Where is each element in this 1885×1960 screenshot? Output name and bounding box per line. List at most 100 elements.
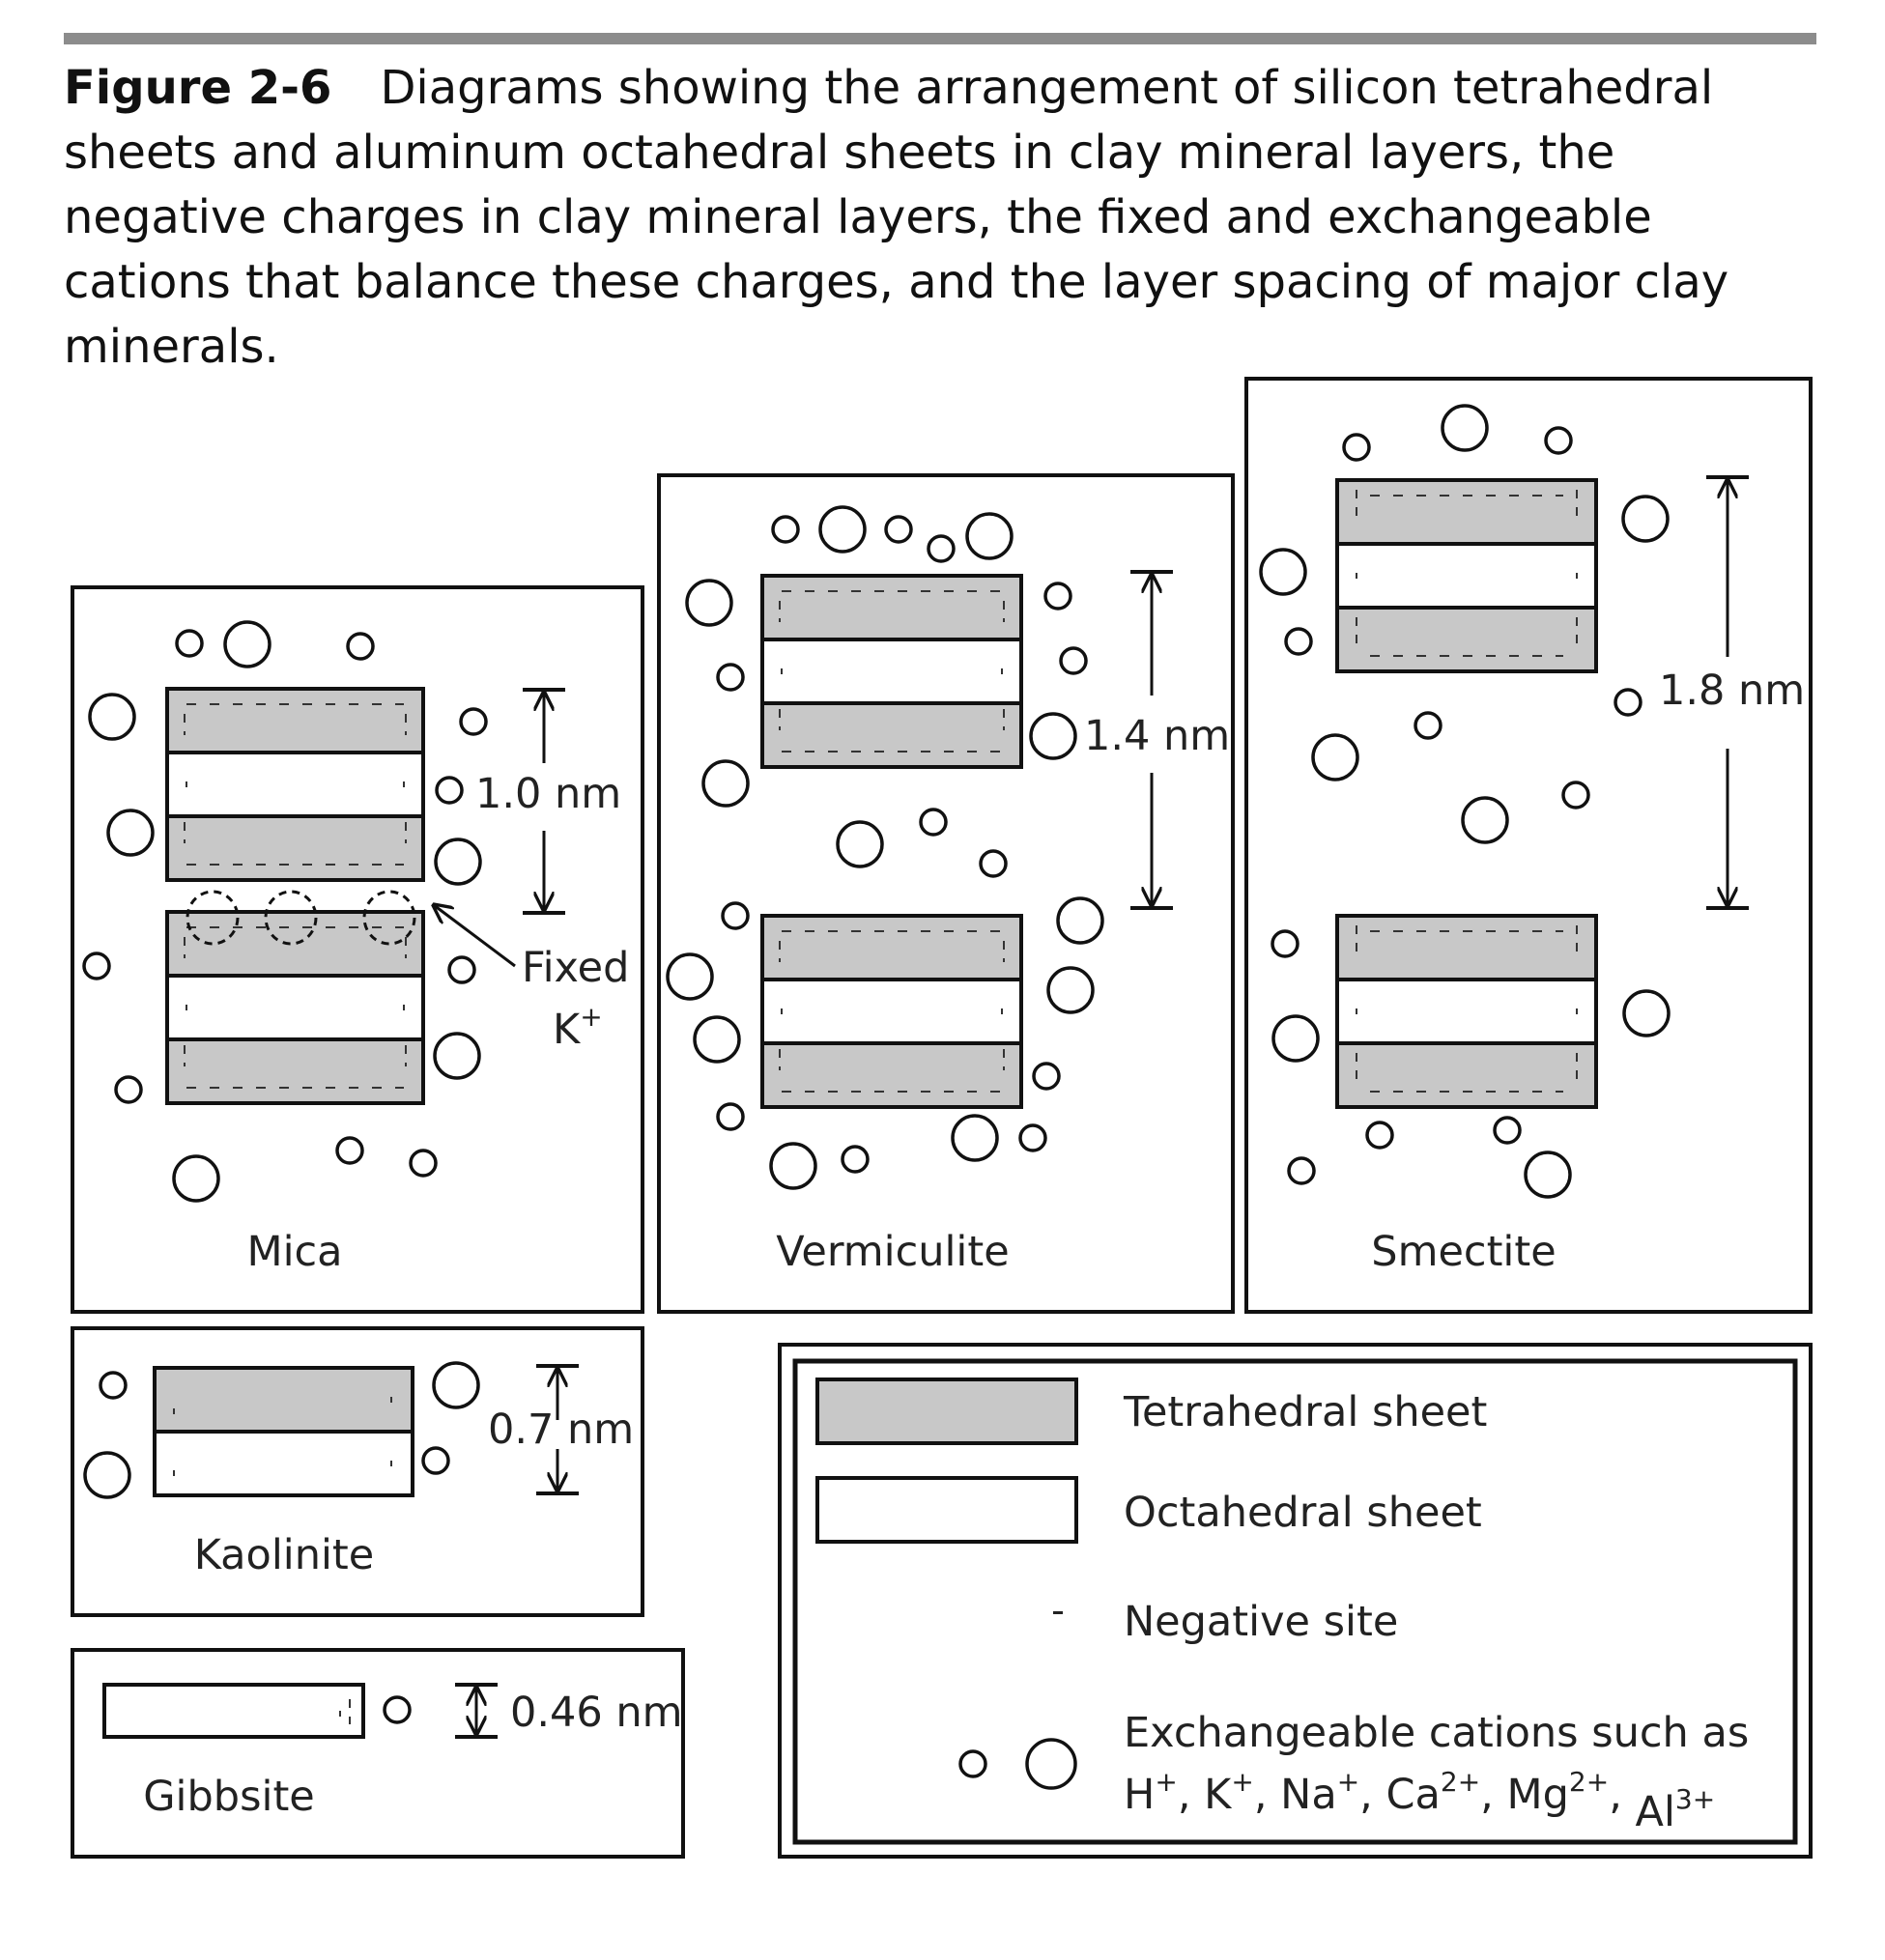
fixed-k-pointer [434, 905, 516, 968]
large-cation [223, 620, 271, 668]
small-cation [721, 901, 750, 930]
tetrahedral-sheet [165, 687, 425, 754]
tetrahedral-sheet [153, 1366, 414, 1434]
gibbsite-panel [71, 1648, 685, 1859]
large-cation [1046, 966, 1095, 1014]
large-cation [1622, 989, 1671, 1037]
tetrahedral-sheet [165, 814, 425, 882]
tetrahedral-sheet [760, 574, 1023, 641]
tetrahedral-sheet [760, 1041, 1023, 1109]
kaolinite-panel [71, 1326, 644, 1617]
exchangeable-cations [82, 404, 1671, 1724]
large-cation [1056, 896, 1104, 945]
kaolinite-label: Kaolinite [194, 1531, 375, 1579]
mica-panel [71, 585, 644, 1314]
gibbsite-spacing-label: 0.46 nm [510, 1689, 683, 1737]
figure-label: Figure 2-6 [64, 61, 332, 115]
large-cation [685, 579, 733, 627]
large-cation [172, 1154, 220, 1203]
small-cation [82, 952, 111, 980]
fixed-k-label: Fixed [522, 944, 629, 992]
small-cation [99, 1371, 128, 1400]
legend-panel-inner [792, 1358, 1798, 1845]
small-cation [1493, 1116, 1522, 1145]
large-cation [965, 512, 1014, 560]
small-cation [1284, 627, 1313, 656]
fixed-k-site [264, 890, 318, 946]
legend-small-cation-icon [958, 1749, 987, 1778]
small-cation [1414, 711, 1442, 740]
large-cation [769, 1142, 817, 1190]
small-cation [1287, 1156, 1316, 1185]
small-cation [1018, 1123, 1047, 1152]
large-cation [693, 1015, 741, 1064]
tetrahedral-sheet [1335, 1041, 1598, 1109]
large-cation [434, 838, 482, 886]
legend-negative-symbol: - [1051, 1589, 1065, 1632]
large-cation [1461, 796, 1509, 844]
small-cation [1043, 582, 1072, 611]
large-cation [432, 1361, 480, 1409]
legend-cations-label: Exchangeable cations such as [1124, 1709, 1749, 1757]
tetrahedral-sheet [760, 914, 1023, 981]
small-cation [927, 534, 956, 563]
small-cation [884, 515, 913, 544]
tetrahedral-sheet [1335, 606, 1598, 673]
smectite-panel [1244, 377, 1813, 1314]
gibbsite-label: Gibbsite [143, 1773, 315, 1821]
legend-panel [778, 1343, 1813, 1859]
small-cation [1342, 433, 1371, 462]
small-cation [1059, 646, 1088, 675]
tetrahedral-sheet [165, 1037, 425, 1105]
large-cation [433, 1032, 481, 1080]
fixed-k-site [186, 890, 240, 946]
small-cation [335, 1136, 364, 1165]
large-cation [106, 809, 155, 857]
small-cation [1032, 1062, 1061, 1091]
small-cation [1561, 781, 1590, 810]
small-cation [421, 1446, 450, 1475]
octahedral-sheet [153, 1430, 414, 1497]
small-cation [114, 1075, 143, 1104]
small-cation [841, 1145, 870, 1174]
small-cation [1271, 929, 1300, 958]
small-cation [771, 515, 800, 544]
large-cation [1259, 548, 1307, 596]
large-cation [1524, 1150, 1572, 1199]
legend-tetrahedral-label: Tetrahedral sheet [1123, 1388, 1487, 1436]
vermiculite-panel [657, 473, 1235, 1314]
octahedral-sheet [102, 1683, 365, 1739]
small-cation [716, 1102, 745, 1131]
smectite-spacing-label: 1.8 nm [1659, 667, 1805, 715]
small-cation [447, 955, 476, 984]
small-cation [175, 629, 204, 658]
large-cation [666, 952, 714, 1001]
large-cation [1441, 404, 1489, 452]
vermiculite-spacing-label: 1.4 nm [1084, 712, 1230, 760]
large-cation [1029, 712, 1077, 760]
small-cation [716, 663, 745, 692]
legend-cation-list: H+, K+, Na+, Ca2+, Mg2+, Al3+ [1124, 1766, 1715, 1836]
large-cation [818, 505, 867, 554]
legend-large-cation-icon [1025, 1738, 1077, 1790]
small-cation [979, 849, 1008, 878]
small-cation [1544, 426, 1573, 455]
large-cation [83, 1451, 131, 1499]
octahedral-sheet [165, 751, 425, 818]
mica-label: Mica [246, 1228, 342, 1276]
legend-tetrahedral-swatch [815, 1378, 1078, 1445]
fixed-k-annotation: Fixed K+ [186, 890, 629, 1054]
octahedral-sheet [1335, 542, 1598, 610]
octahedral-sheet [760, 638, 1023, 705]
small-cation [459, 707, 488, 736]
tetrahedral-sheet [1335, 914, 1598, 981]
octahedral-sheet [165, 974, 425, 1041]
vermiculite-label: Vermiculite [776, 1228, 1009, 1276]
fixed-k-site [362, 890, 416, 946]
caption-rule [64, 33, 1816, 44]
large-cation [1621, 495, 1670, 543]
legend-octahedral-label: Octahedral sheet [1124, 1489, 1482, 1537]
legend-negative-label: Negative site [1124, 1598, 1398, 1646]
small-cation [1614, 688, 1642, 717]
